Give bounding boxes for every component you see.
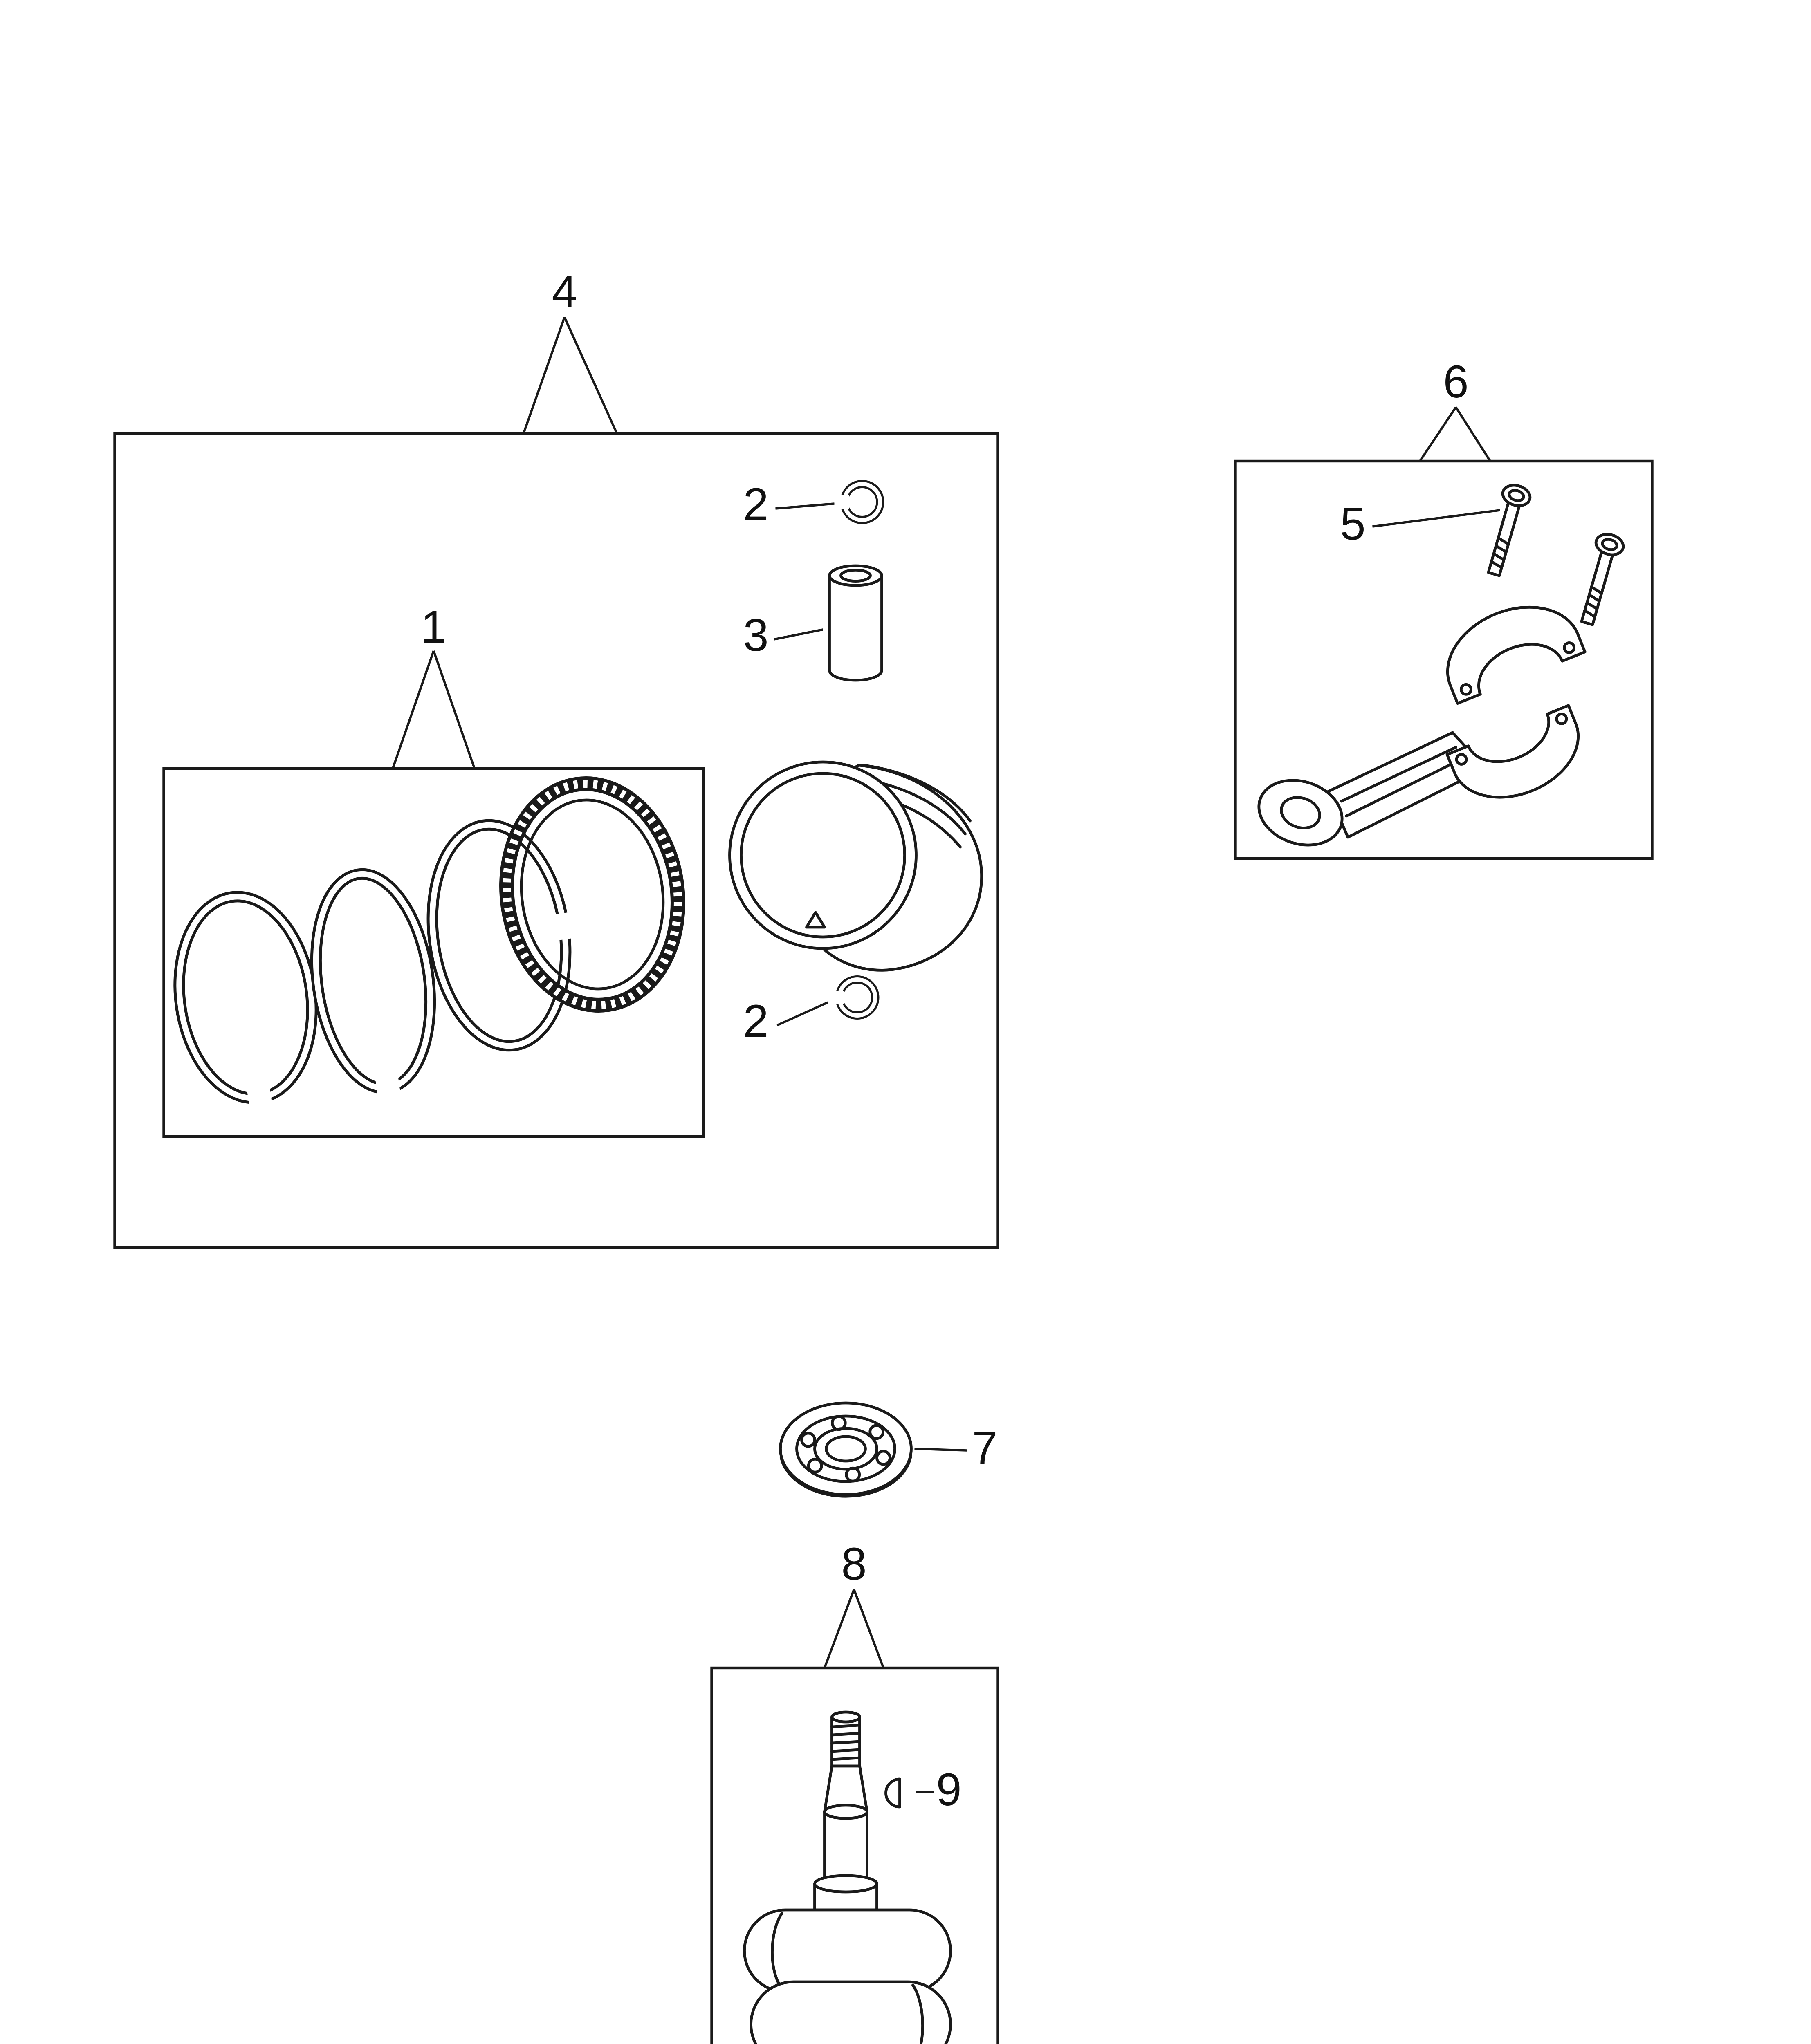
crankshaft-group: 8 <box>710 1538 999 2044</box>
piston-ring-1-drawing <box>173 891 318 1114</box>
connecting-rod-drawing <box>1257 704 1580 847</box>
rod-bolt-a-drawing <box>1487 484 1532 577</box>
connecting-rod-box <box>1234 459 1654 860</box>
connecting-rod-group: 6 5 <box>1234 356 1654 860</box>
callout-piston-assembly: 4 <box>552 266 577 317</box>
ring-set-box <box>162 767 705 1138</box>
circlip-lower-drawing <box>829 975 880 1020</box>
crankshaft-box <box>710 1666 999 2044</box>
callout-circlip-lower-leader <box>776 1001 828 1026</box>
ball-bearing-group: 7 <box>779 1401 998 1498</box>
callout-ring-set-leader <box>391 650 476 769</box>
callout-circlip-lower: 2 <box>743 995 768 1047</box>
ball-bearing-drawing <box>779 1401 913 1498</box>
callout-rod-bolts-leader <box>1372 509 1500 528</box>
callout-circlip-upper: 2 <box>743 479 768 530</box>
callout-piston-assembly-leader <box>522 316 618 434</box>
callout-rod-bolts: 5 <box>1340 498 1365 549</box>
piston-pin-drawing <box>828 564 883 682</box>
callout-ball-bearing-leader <box>914 1448 967 1452</box>
piston-ring-3-drawing <box>426 819 577 1052</box>
woodruff-key-drawing <box>884 1777 901 1809</box>
piston-assembly-box <box>113 432 999 1249</box>
rod-cap-drawing <box>1446 605 1587 705</box>
circlip-upper-drawing <box>834 480 884 524</box>
piston-ring-2-drawing <box>310 868 436 1104</box>
oil-ring-expander-drawing <box>499 776 685 1013</box>
callout-crankshaft-leader <box>823 1589 885 1668</box>
callout-piston-pin: 3 <box>743 610 768 661</box>
ring-set-group: 1 <box>162 601 705 1138</box>
callout-ball-bearing: 7 <box>972 1422 997 1473</box>
rod-bolt-b-drawing <box>1580 533 1625 626</box>
callout-crankshaft: 8 <box>841 1538 866 1589</box>
callout-connecting-rod: 6 <box>1443 356 1468 407</box>
callout-piston-pin-leader <box>773 628 824 641</box>
callout-circlip-upper-leader <box>775 502 835 510</box>
crankshaft-drawing <box>743 1710 952 2044</box>
callout-woodruff-key: 9 <box>936 1764 961 1815</box>
piston-drawing <box>728 760 983 972</box>
callout-connecting-rod-leader <box>1419 406 1491 462</box>
callout-ring-set: 1 <box>421 601 446 652</box>
piston-assembly-group: 4 1 <box>113 266 999 1249</box>
